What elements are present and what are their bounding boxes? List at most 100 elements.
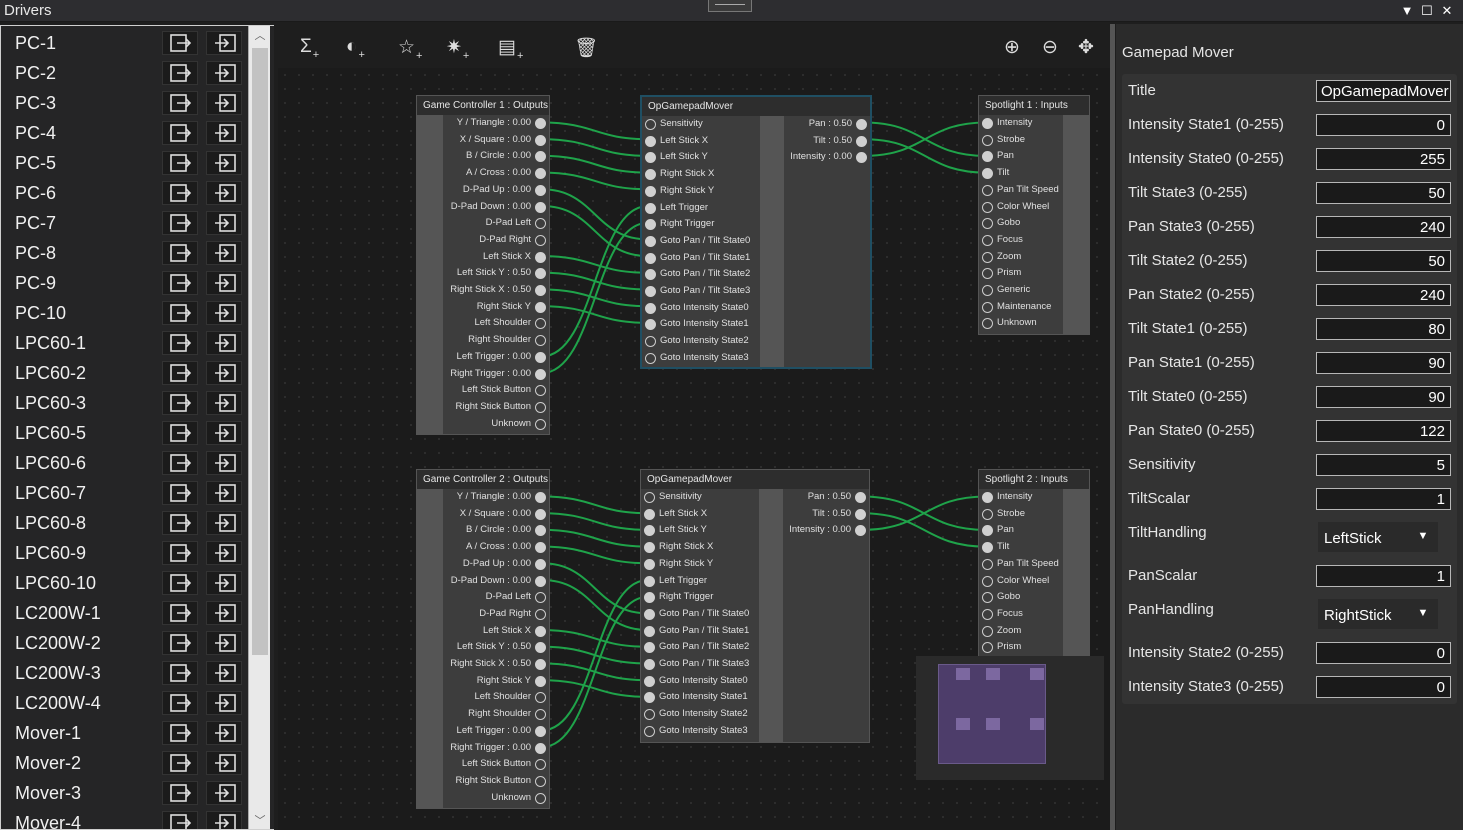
driver-row[interactable]: PC-6 [3, 178, 247, 208]
output-port-icon[interactable] [856, 119, 867, 130]
output-port-icon[interactable] [535, 318, 546, 330]
star-add-button[interactable]: ☆+ [398, 36, 422, 64]
input-port-icon[interactable] [982, 508, 993, 520]
connection-wire[interactable] [541, 205, 649, 258]
input-port-icon[interactable] [982, 201, 993, 213]
connection-wire[interactable] [541, 255, 649, 274]
driver-import-button[interactable] [206, 751, 242, 775]
input-port-icon[interactable] [982, 134, 993, 146]
connection-wire[interactable] [541, 579, 649, 632]
connection-wire[interactable] [861, 495, 987, 531]
driver-export-button[interactable] [162, 361, 198, 385]
property-input[interactable]: 240 [1316, 284, 1451, 306]
input-port-icon[interactable] [645, 152, 656, 164]
driver-export-button[interactable] [162, 211, 198, 235]
output-port-icon[interactable] [856, 152, 867, 164]
panel-splitter[interactable] [1110, 24, 1115, 830]
driver-export-button[interactable] [162, 271, 198, 295]
driver-export-button[interactable] [162, 331, 198, 355]
driver-import-button[interactable] [206, 541, 242, 565]
driver-export-button[interactable] [162, 691, 198, 715]
input-port-icon[interactable] [645, 269, 656, 281]
property-input[interactable]: 0 [1316, 676, 1451, 698]
driver-row[interactable]: LC200W-2 [3, 628, 247, 658]
driver-row[interactable]: PC-10 [3, 298, 247, 328]
input-port-icon[interactable] [982, 168, 993, 180]
input-port-icon[interactable] [982, 608, 993, 620]
driver-export-button[interactable] [162, 541, 198, 565]
output-port-icon[interactable] [535, 775, 546, 787]
input-port-icon[interactable] [982, 592, 993, 604]
output-port-icon[interactable] [535, 558, 546, 570]
input-port-icon[interactable] [644, 542, 655, 554]
input-port-icon[interactable] [982, 542, 993, 554]
driver-row[interactable]: Mover-3 [3, 778, 247, 808]
driver-row[interactable]: LPC60-8 [3, 508, 247, 538]
input-port-icon[interactable] [645, 352, 656, 364]
connection-wire[interactable] [541, 171, 649, 191]
output-port-icon[interactable] [535, 301, 546, 313]
output-port-icon[interactable] [535, 251, 546, 263]
output-port-icon[interactable] [535, 575, 546, 587]
input-port-icon[interactable] [982, 184, 993, 196]
input-port-icon[interactable] [644, 575, 655, 587]
driver-import-button[interactable] [206, 211, 242, 235]
driver-export-button[interactable] [162, 61, 198, 85]
connection-wire[interactable] [541, 188, 649, 241]
driver-import-button[interactable] [206, 631, 242, 655]
output-port-icon[interactable] [535, 742, 546, 754]
close-icon[interactable]: ✕ [1441, 3, 1453, 18]
driver-export-button[interactable] [162, 241, 198, 265]
driver-row[interactable]: PC-7 [3, 208, 247, 238]
driver-row[interactable]: LPC60-2 [3, 358, 247, 388]
input-port-icon[interactable] [645, 135, 656, 147]
input-port-icon[interactable] [982, 625, 993, 637]
driver-row[interactable]: Mover-1 [3, 718, 247, 748]
input-port-icon[interactable] [645, 235, 656, 247]
input-port-icon[interactable] [644, 492, 655, 503]
input-port-icon[interactable] [644, 558, 655, 570]
input-port-icon[interactable] [645, 319, 656, 331]
output-port-icon[interactable] [535, 385, 546, 397]
connection-wire[interactable] [861, 512, 987, 548]
driver-row[interactable]: Mover-4 [3, 808, 247, 829]
driver-row[interactable]: LPC60-7 [3, 478, 247, 508]
output-port-icon[interactable] [855, 525, 866, 537]
property-input[interactable]: 0 [1316, 114, 1451, 136]
input-port-icon[interactable] [644, 659, 655, 670]
property-input[interactable]: 50 [1316, 182, 1451, 204]
driver-row[interactable]: PC-1 [3, 28, 247, 58]
driver-import-button[interactable] [206, 601, 242, 625]
driver-import-button[interactable] [206, 61, 242, 85]
driver-row[interactable]: PC-8 [3, 238, 247, 268]
connection-wire[interactable] [541, 629, 649, 648]
property-select[interactable]: LeftStick▼ [1318, 522, 1438, 552]
property-input[interactable]: OpGamepadMover [1316, 80, 1451, 102]
input-port-icon[interactable] [645, 336, 656, 348]
property-input[interactable]: 50 [1316, 250, 1451, 272]
driver-row[interactable]: LPC60-5 [3, 418, 247, 448]
minimap[interactable] [916, 656, 1104, 780]
driver-import-button[interactable] [206, 391, 242, 415]
input-port-icon[interactable] [644, 692, 655, 704]
input-port-icon[interactable] [982, 285, 993, 296]
input-port-icon[interactable] [982, 268, 993, 280]
driver-import-button[interactable] [206, 181, 242, 205]
output-port-icon[interactable] [535, 335, 546, 347]
output-port-icon[interactable] [535, 692, 546, 704]
driver-row[interactable]: PC-4 [3, 118, 247, 148]
driver-row[interactable]: LPC60-6 [3, 448, 247, 478]
property-input[interactable]: 122 [1316, 420, 1451, 442]
driver-export-button[interactable] [162, 481, 198, 505]
scroll-down-icon[interactable]: ﹀ [254, 815, 266, 827]
driver-row[interactable]: PC-5 [3, 148, 247, 178]
input-port-icon[interactable] [982, 492, 993, 503]
driver-row[interactable]: Mover-2 [3, 748, 247, 778]
output-port-icon[interactable] [855, 508, 866, 520]
connection-wire[interactable] [541, 154, 649, 174]
driver-row[interactable]: LPC60-1 [3, 328, 247, 358]
output-port-icon[interactable] [535, 351, 546, 363]
